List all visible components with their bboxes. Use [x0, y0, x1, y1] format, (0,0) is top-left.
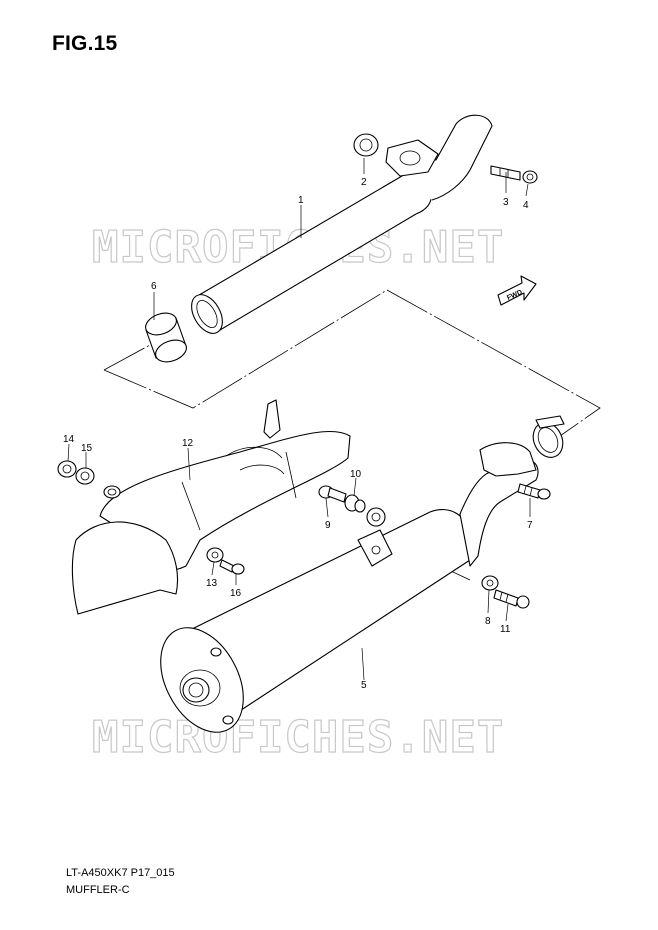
- assembly-outline-upper: [103, 289, 388, 409]
- callout-8: 8: [485, 616, 491, 627]
- part-11-bolt: [493, 589, 530, 609]
- callout-15: 15: [81, 443, 93, 454]
- callout-7: 7: [527, 520, 533, 531]
- figure-title: FIG.15: [52, 32, 118, 55]
- callout-1: 1: [298, 195, 304, 206]
- part-10-bushing: [344, 494, 386, 527]
- part-2-gasket: [353, 133, 379, 157]
- callout-3: 3: [503, 197, 509, 208]
- part-15-grommet: [75, 467, 95, 485]
- part-12-heat-shield: [71, 399, 351, 615]
- part-8-washer: [481, 575, 499, 591]
- part-3-stud-bolt: [490, 165, 521, 181]
- callout-16: 16: [230, 588, 242, 599]
- pipe-clamp: [532, 415, 565, 458]
- assembly-outline-left: [103, 344, 151, 371]
- callout-12: 12: [182, 438, 194, 449]
- callout-leader-lines: [67, 158, 531, 681]
- callout-2: 2: [361, 177, 367, 188]
- callout-13: 13: [206, 578, 218, 589]
- part-16-bolt: [219, 559, 245, 575]
- callout-14: 14: [63, 434, 75, 445]
- part-7-bolt: [517, 483, 551, 500]
- part-4-nut: [522, 170, 538, 184]
- callout-9: 9: [325, 520, 331, 531]
- watermark-bottom: MICROFICHES.NET: [92, 712, 504, 763]
- model-code-label: LT-A450XK7 P17_015: [66, 867, 175, 879]
- part-13-washer: [206, 547, 224, 563]
- part-6-connector-sleeve: [145, 312, 187, 363]
- callout-6: 6: [151, 281, 157, 292]
- callout-11: 11: [500, 624, 511, 635]
- callout-5: 5: [361, 680, 367, 691]
- part-14-washer: [57, 460, 77, 478]
- callout-4: 4: [523, 200, 529, 211]
- callout-10: 10: [350, 469, 362, 480]
- part-9-bolt: [318, 485, 347, 503]
- part-5-muffler: [160, 442, 539, 733]
- section-name-label: MUFFLER-C: [66, 884, 130, 896]
- assembly-outline-upper-right: [386, 289, 601, 437]
- forward-direction-arrow: FWD: [497, 275, 537, 306]
- part-1-exhaust-pipe: [191, 114, 493, 334]
